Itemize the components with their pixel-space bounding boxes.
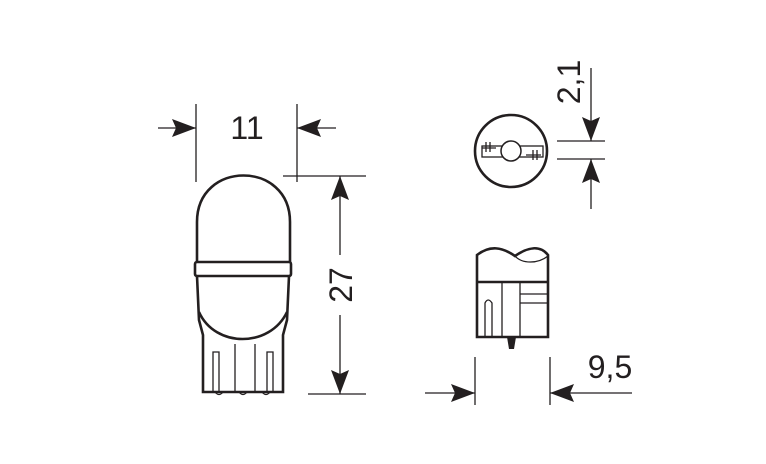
arrow-up-icon <box>331 176 349 200</box>
arrow-down-icon <box>331 370 349 394</box>
bulb-top-view <box>473 113 549 189</box>
filament-dimension: 2,1 <box>551 60 605 209</box>
base-label: 9,5 <box>588 349 632 385</box>
height-dimension: 27 <box>283 175 366 395</box>
base-pin <box>507 337 516 349</box>
height-label: 27 <box>323 267 359 303</box>
arrow-left-icon <box>550 384 574 402</box>
arrow-left-icon <box>297 119 321 137</box>
width-dimension: 11 <box>158 104 336 182</box>
filament-label: 2,1 <box>551 60 587 104</box>
bulb-side-view <box>193 174 293 396</box>
arrow-up-icon <box>582 159 600 183</box>
arrow-down-icon <box>582 117 600 141</box>
bulb-base-view <box>475 247 550 349</box>
base-dimension: 9,5 <box>425 349 632 405</box>
arrow-right-icon <box>451 384 475 402</box>
width-label: 11 <box>230 110 263 146</box>
arrow-right-icon <box>172 119 196 137</box>
